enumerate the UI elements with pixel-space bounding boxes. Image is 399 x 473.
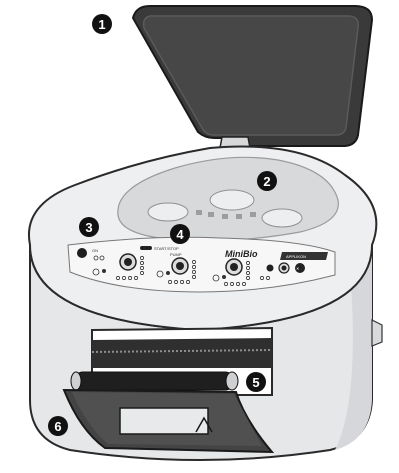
start-stop-label: START/STOP (154, 246, 179, 251)
callout-6: 6 (48, 416, 68, 436)
svg-text:1: 1 (98, 17, 105, 32)
svg-text:6: 6 (54, 419, 61, 434)
door-window (120, 408, 208, 434)
callout-4: 4 (170, 224, 190, 244)
pump-label: PUMP (170, 252, 182, 257)
svg-text:2: 2 (263, 174, 270, 189)
callout-3: 3 (79, 217, 99, 237)
tag-label: APPLIKON (286, 254, 306, 259)
control-panel: ON START/STOP PUMP (68, 237, 335, 292)
svg-text:4: 4 (176, 227, 184, 242)
power-button[interactable] (77, 248, 87, 258)
device-body: ON START/STOP PUMP (29, 147, 382, 460)
lid (133, 6, 372, 148)
callout-5: 5 (246, 372, 266, 392)
svg-text:3: 3 (85, 220, 92, 235)
brand-label: MiniBio (225, 249, 258, 259)
svg-text:5: 5 (252, 375, 259, 390)
svg-text:ON: ON (92, 248, 98, 253)
callout-1: 1 (92, 14, 112, 34)
sound-button[interactable] (267, 265, 274, 272)
svg-text:✕: ✕ (296, 266, 299, 271)
tubing-cassette[interactable] (71, 372, 238, 390)
callout-2: 2 (257, 171, 277, 191)
